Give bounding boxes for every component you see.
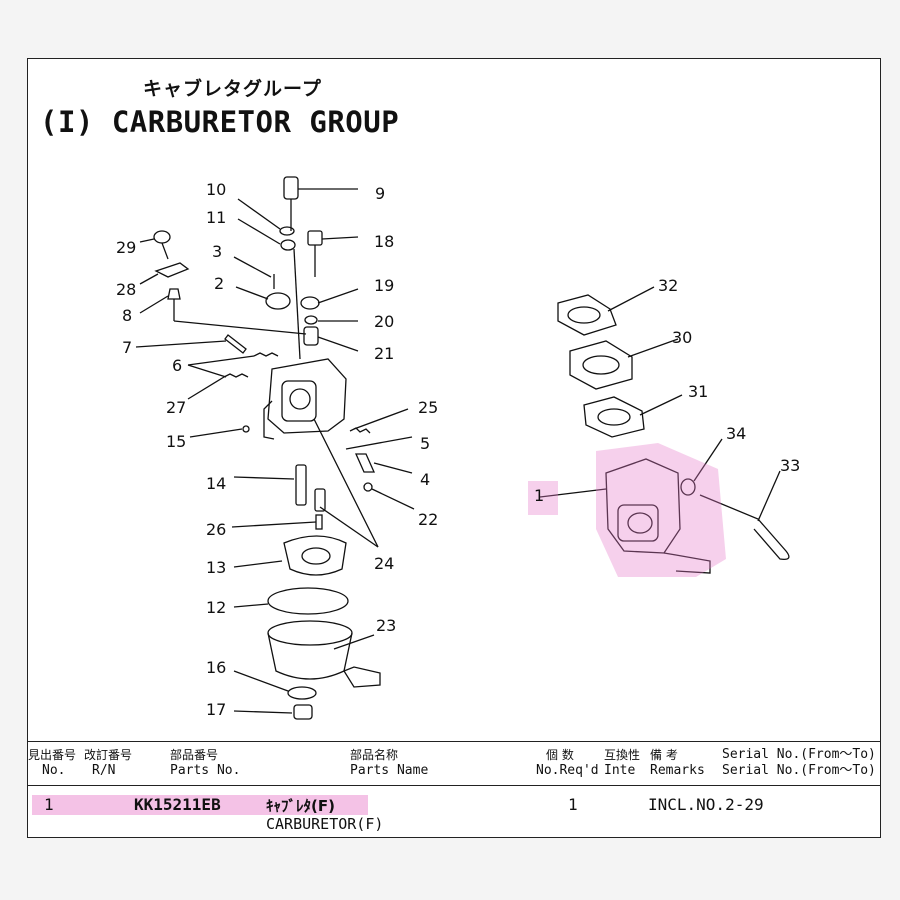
callout-24: 24 bbox=[374, 554, 394, 573]
exploded-parts-diagram: 10 9 11 18 29 3 2 19 28 8 20 7 21 6 27 2… bbox=[116, 176, 800, 720]
callout-34: 34 bbox=[726, 424, 746, 443]
callout-11: 11 bbox=[206, 208, 226, 227]
callout-16: 16 bbox=[206, 658, 226, 677]
row-req: 1 bbox=[568, 795, 578, 814]
header-inte: 互換性 Inte bbox=[604, 748, 641, 778]
callout-1: 1 bbox=[534, 486, 544, 505]
callout-14: 14 bbox=[206, 474, 226, 493]
callout-5: 5 bbox=[420, 434, 430, 453]
header-rn: 改訂番号 R/N bbox=[84, 748, 133, 778]
callout-30: 30 bbox=[672, 328, 692, 347]
callout-26: 26 bbox=[206, 520, 226, 539]
callout-18: 18 bbox=[374, 232, 394, 251]
header-serial: Serial No.(From～To) Serial No.(From～To) bbox=[722, 747, 876, 778]
callout-31: 31 bbox=[688, 382, 708, 401]
header-req: 個 数 No.Req'd bbox=[536, 748, 599, 778]
row-name-en: CARBURETOR(F) bbox=[266, 815, 384, 833]
callout-4: 4 bbox=[420, 470, 430, 489]
callout-33: 33 bbox=[780, 456, 800, 475]
callout-20: 20 bbox=[374, 312, 394, 331]
group-title-japanese: キャブレタグループ bbox=[143, 78, 322, 100]
callout-22: 22 bbox=[418, 510, 438, 529]
callout-21: 21 bbox=[374, 344, 394, 363]
callout-23: 23 bbox=[376, 616, 396, 635]
callout-13: 13 bbox=[206, 558, 226, 577]
callout-8: 8 bbox=[122, 306, 132, 325]
parts-sheet: キャブレタグループ (I) CARBURETOR GROUP bbox=[27, 58, 881, 838]
row-parts-no: KK15211EB bbox=[134, 795, 221, 814]
row-remarks: INCL.NO.2-29 bbox=[648, 795, 764, 814]
header-parts-no: 部品番号 Parts No. bbox=[170, 748, 241, 778]
callout-27: 27 bbox=[166, 398, 186, 417]
table-header-rule bbox=[28, 785, 880, 786]
row-name-jp: ｷｬﾌﾞﾚﾀ(F) bbox=[266, 797, 335, 815]
header-remarks: 備 考 Remarks bbox=[650, 748, 705, 778]
callout-28: 28 bbox=[116, 280, 136, 299]
callout-1-highlight bbox=[528, 481, 558, 515]
callout-10: 10 bbox=[206, 180, 226, 199]
callout-17: 17 bbox=[206, 700, 226, 719]
callout-19: 19 bbox=[374, 276, 394, 295]
callout-15: 15 bbox=[166, 432, 186, 451]
callout-25: 25 bbox=[418, 398, 438, 417]
row-no: 1 bbox=[44, 795, 54, 814]
callout-12: 12 bbox=[206, 598, 226, 617]
callout-9: 9 bbox=[375, 184, 385, 203]
callout-2: 2 bbox=[214, 274, 224, 293]
carburetor-assembly-highlight bbox=[596, 443, 726, 577]
callout-29: 29 bbox=[116, 238, 136, 257]
header-no: 見出番号 No. bbox=[28, 748, 77, 778]
group-title: (I) CARBURETOR GROUP bbox=[40, 105, 400, 139]
callout-32: 32 bbox=[658, 276, 678, 295]
callout-3: 3 bbox=[212, 242, 222, 261]
header-parts-name: 部品名称 Parts Name bbox=[350, 748, 429, 778]
row-highlight bbox=[32, 795, 368, 815]
callout-6: 6 bbox=[172, 356, 182, 375]
callout-7: 7 bbox=[122, 338, 132, 357]
table-top-rule bbox=[28, 741, 880, 742]
